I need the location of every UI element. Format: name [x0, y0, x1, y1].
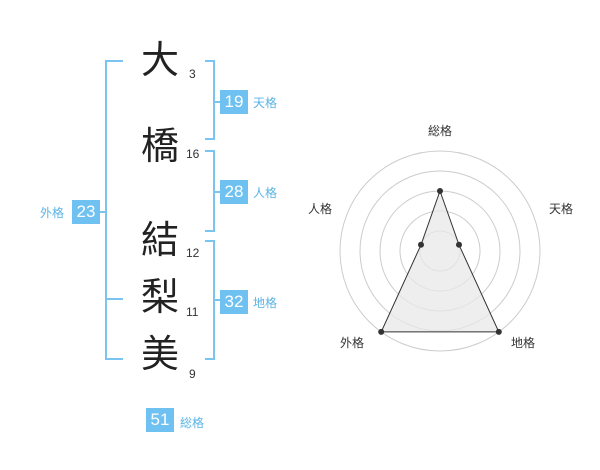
gaikaku-value-badge: 23	[72, 200, 100, 224]
gaikaku-bracket-split	[105, 298, 123, 300]
radar-axis-label-gaikaku: 外格	[340, 336, 365, 350]
stroke-count-3: 12	[186, 246, 200, 260]
name-char-1: 大	[140, 38, 179, 82]
radar-axis-label-jinkaku: 人格	[308, 202, 333, 216]
radar-data-area	[380, 189, 500, 333]
stroke-count-2: 16	[186, 147, 200, 161]
name-char-5: 美	[140, 332, 179, 376]
stroke-count-1: 3	[189, 67, 196, 81]
name-char-2: 橋	[140, 124, 179, 168]
soukaku-label: 総格	[180, 416, 205, 430]
chikaku-bracket	[205, 240, 215, 360]
gaikaku-label: 外格	[40, 206, 65, 220]
name-char-4: 梨	[140, 275, 179, 319]
radar-grid-ring	[339, 150, 541, 352]
radar-point-2	[456, 241, 462, 248]
chikaku-bracket-tick	[215, 299, 220, 301]
gaikaku-bracket-tick	[99, 211, 105, 213]
radar-point-5	[418, 241, 424, 248]
tenkaku-value-badge: 19	[220, 90, 248, 114]
jinkaku-bracket	[205, 150, 215, 232]
radar-axis-label-soukaku: 総格	[428, 124, 453, 138]
radar-point-1	[437, 188, 443, 194]
chikaku-label: 地格	[253, 296, 278, 310]
radar-point-3	[495, 328, 502, 335]
chikaku-value-badge: 32	[220, 290, 248, 314]
gaikaku-bracket	[105, 60, 123, 360]
tenkaku-bracket	[205, 60, 215, 140]
tenkaku-bracket-tick	[215, 101, 220, 103]
stroke-count-4: 11	[186, 305, 199, 319]
name-char-3: 結	[140, 218, 179, 262]
radar-axis-label-tenkaku: 天格	[549, 202, 574, 216]
tenkaku-label: 天格	[253, 96, 278, 110]
jinkaku-bracket-tick	[215, 191, 220, 193]
stroke-count-5: 9	[189, 367, 196, 381]
jinkaku-label: 人格	[253, 186, 278, 200]
radar-axis-label-chikaku: 地格	[511, 336, 536, 350]
radar-point-4	[378, 328, 385, 335]
jinkaku-value-badge: 28	[220, 180, 248, 204]
soukaku-value-badge: 51	[146, 408, 174, 432]
